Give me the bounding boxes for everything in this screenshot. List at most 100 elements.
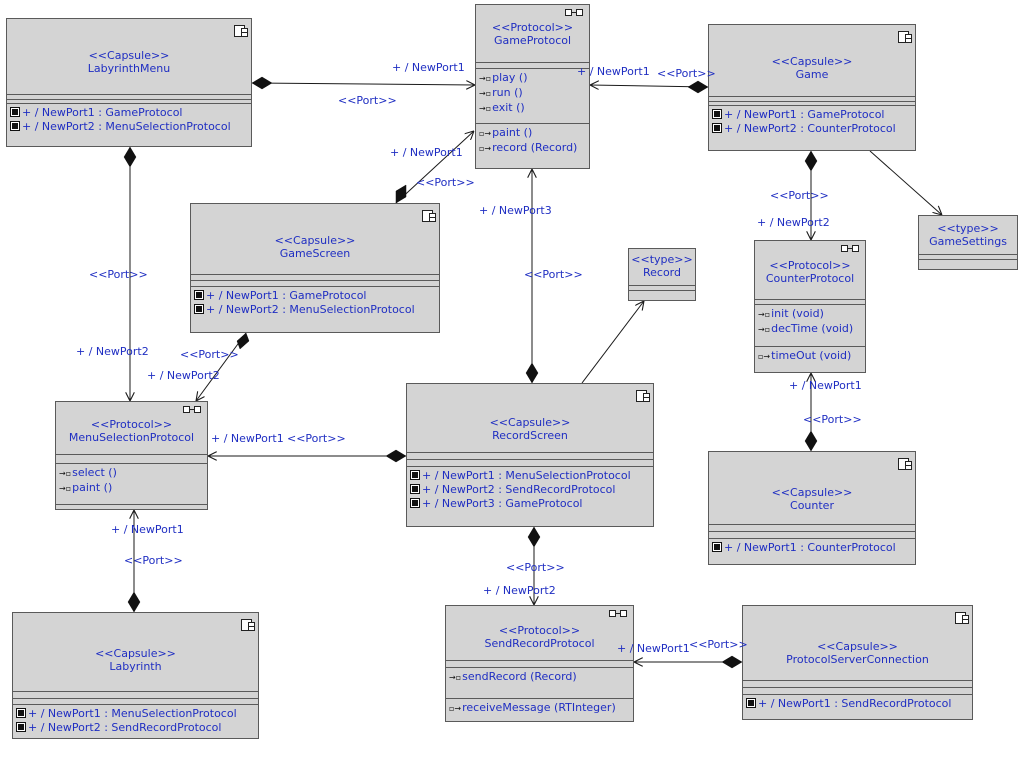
capsule-header: <<Capsule>> RecordScreen	[407, 384, 653, 452]
capsule-labyrinthmenu[interactable]: <<Capsule>> LabyrinthMenu + / NewPort1 :…	[6, 18, 252, 147]
incoming-signal-icon: →▫	[479, 89, 492, 98]
composition-diamond-gamescreen-msp	[236, 332, 250, 350]
port-row: + / NewPort2 : MenuSelectionProtocol	[194, 303, 439, 317]
role-label: + / NewPort1	[392, 61, 465, 74]
port-stereotype-label: <<Port>>	[287, 432, 346, 445]
protocol-icon	[609, 610, 627, 617]
stereotype: <<type>>	[631, 253, 693, 266]
capsule-name: ProtocolServerConnection	[786, 653, 929, 666]
capsule-counter[interactable]: <<Capsule>> Counter + / NewPort1 : Count…	[708, 451, 916, 565]
protocol-header: <<Protocol>> SendRecordProtocol	[446, 606, 633, 660]
signal-in: →▫select ()	[59, 466, 117, 479]
ports-compartment: + / NewPort1 : GameProtocol + / NewPort2…	[709, 105, 915, 138]
incoming-signal-icon: →▫	[449, 673, 462, 682]
capsule-header: <<Capsule>> LabyrinthMenu	[7, 19, 251, 94]
port-icon	[712, 109, 722, 119]
port-icon	[10, 121, 20, 131]
protocol-name: MenuSelectionProtocol	[68, 431, 195, 444]
role-label: + / NewPort2	[76, 345, 149, 358]
port-icon	[712, 123, 722, 133]
port-stereotype-label: <<Port>>	[770, 189, 829, 202]
signal-in: →▫paint ()	[59, 481, 113, 494]
port-icon	[746, 698, 756, 708]
signal-in: →▫sendRecord (Record)	[449, 670, 577, 683]
port-stereotype-label: <<Port>>	[524, 268, 583, 281]
stereotype: <<Protocol>>	[491, 21, 574, 34]
capsule-labyrinth[interactable]: <<Capsule>> Labyrinth + / NewPort1 : Men…	[12, 612, 259, 739]
stereotype: <<type>>	[937, 222, 999, 235]
divider	[407, 459, 653, 466]
divider	[755, 299, 865, 304]
port-row: + / NewPort1 : MenuSelectionProtocol	[16, 707, 258, 721]
protocol-sendrecordprotocol[interactable]: <<Protocol>> SendRecordProtocol →▫sendRe…	[445, 605, 634, 722]
port-stereotype-label: <<Port>>	[803, 413, 862, 426]
divider	[56, 504, 207, 505]
composition-diamond-recordscreen-gp	[525, 362, 539, 384]
divider	[13, 698, 258, 704]
role-label: + / NewPort1	[111, 523, 184, 536]
protocol-header: <<Protocol>> MenuSelectionProtocol	[56, 402, 207, 454]
capsule-header: <<Capsule>> ProtocolServerConnection	[743, 606, 972, 680]
stereotype: <<Protocol>>	[498, 624, 581, 637]
stereotype: <<Protocol>>	[90, 418, 173, 431]
port-row: + / NewPort2 : MenuSelectionProtocol	[10, 120, 251, 134]
capsule-icon	[636, 390, 650, 402]
protocol-counterprotocol[interactable]: <<Protocol>> CounterProtocol →▫init (voi…	[754, 240, 866, 373]
capsule-name: Counter	[790, 499, 834, 512]
type-header: <<type>> GameSettings	[919, 216, 1017, 254]
type-record[interactable]: <<type>> Record	[628, 248, 696, 301]
divider	[191, 274, 439, 280]
outgoing-signal-icon: ▫→	[758, 352, 771, 361]
incoming-signal-icon: →▫	[479, 104, 492, 113]
port-row: + / NewPort1 : SendRecordProtocol	[746, 697, 972, 711]
port-stereotype-label: <<Port>>	[338, 94, 397, 107]
port-stereotype-label: <<Port>>	[506, 561, 565, 574]
capsule-name: Labyrinth	[109, 660, 162, 673]
protocol-menuselectionprotocol[interactable]: <<Protocol>> MenuSelectionProtocol →▫sel…	[55, 401, 208, 510]
outgoing-signal-icon: ▫→	[479, 129, 492, 138]
capsule-header: <<Capsule>> GameScreen	[191, 204, 439, 274]
role-label: + / NewPort1	[577, 65, 650, 78]
outgoing-signals: ▫→timeOut (void)	[755, 346, 865, 366]
capsule-gamescreen[interactable]: <<Capsule>> GameScreen + / NewPort1 : Ga…	[190, 203, 440, 333]
protocol-icon	[565, 9, 583, 16]
port-stereotype-label: <<Port>>	[124, 554, 183, 567]
ports-compartment: + / NewPort1 : CounterProtocol	[709, 538, 915, 557]
port-icon	[194, 304, 204, 314]
type-gamesettings[interactable]: <<type>> GameSettings	[918, 215, 1018, 270]
port-stereotype-label: <<Port>>	[416, 176, 475, 189]
capsule-game[interactable]: <<Capsule>> Game + / NewPort1 : GameProt…	[708, 24, 916, 151]
role-label: + / NewPort2	[147, 369, 220, 382]
port-icon	[16, 722, 26, 732]
composition-diamond-recordscreen-msp	[385, 449, 407, 463]
ports-compartment: + / NewPort1 : MenuSelectionProtocol + /…	[407, 466, 653, 513]
signal-out: ▫→paint ()	[479, 126, 533, 139]
ports-compartment: + / NewPort1 : GameProtocol + / NewPort2…	[7, 103, 251, 136]
capsule-recordscreen[interactable]: <<Capsule>> RecordScreen + / NewPort1 : …	[406, 383, 654, 527]
signal-in: →▫play ()	[479, 71, 528, 84]
incoming-signals: →▫sendRecord (Record)	[446, 667, 633, 698]
type-name: Record	[642, 266, 681, 279]
capsule-protocolserverconnection[interactable]: <<Capsule>> ProtocolServerConnection + /…	[742, 605, 973, 720]
ports-compartment: + / NewPort1 : SendRecordProtocol	[743, 694, 972, 713]
role-label: + / NewPort3	[479, 204, 552, 217]
divider	[629, 290, 695, 291]
composition-diamond-game-cp	[804, 150, 818, 172]
capsule-icon	[955, 612, 969, 624]
port-row: + / NewPort2 : CounterProtocol	[712, 122, 915, 136]
capsule-icon	[898, 458, 912, 470]
signal-in: →▫run ()	[479, 86, 523, 99]
port-stereotype-label: <<Port>>	[689, 638, 748, 651]
composition-diamond-labyrinth	[127, 591, 141, 613]
capsule-icon	[422, 210, 436, 222]
capsule-name: GameScreen	[279, 247, 351, 260]
port-icon	[10, 107, 20, 117]
stereotype: <<Protocol>>	[769, 259, 851, 272]
port-icon	[16, 708, 26, 718]
port-row: + / NewPort2 : SendRecordProtocol	[16, 721, 258, 735]
composition-diamond-protocolserver	[721, 655, 743, 669]
stereotype: <<Capsule>>	[274, 234, 356, 247]
protocol-gameprotocol[interactable]: <<Protocol>> GameProtocol →▫play () →▫ru…	[475, 4, 590, 169]
divider	[7, 99, 251, 103]
